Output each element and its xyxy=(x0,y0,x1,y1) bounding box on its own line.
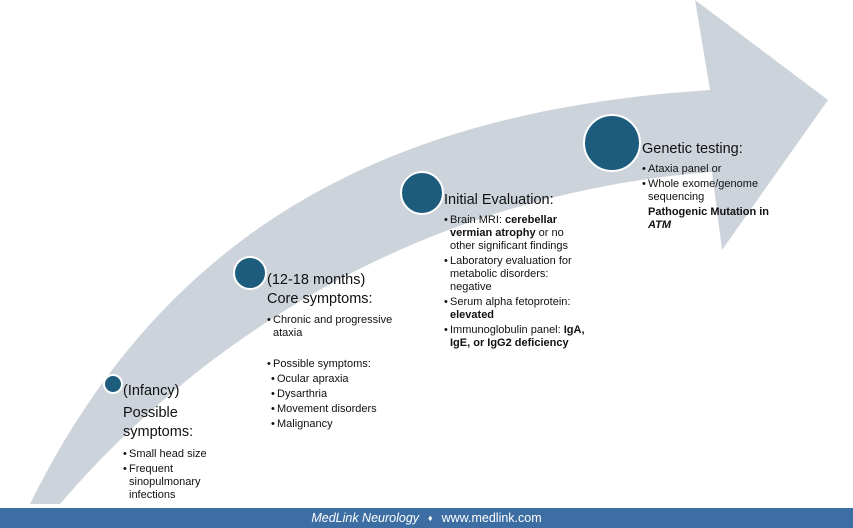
result-gene: ATM xyxy=(648,219,672,231)
list-item: Brain MRI: cerebellar vermian atrophy or… xyxy=(444,214,586,253)
stage-infancy-title: Possible symptoms: xyxy=(123,405,194,440)
afp-label: Serum alpha fetoprotein: xyxy=(450,296,571,308)
stage-toddler-possible-label: Possible symptoms: xyxy=(267,358,417,371)
list-item: Serum alpha fetoprotein: elevated xyxy=(444,296,586,322)
stage-evaluation-title: Initial Evaluation: xyxy=(444,192,554,208)
footer-url[interactable]: www.medlink.com xyxy=(441,511,542,525)
footer-bar: MedLink Neurology ♦ www.medlink.com xyxy=(0,508,853,528)
mri-finding: cerebellar vermian atrophy xyxy=(450,214,557,239)
ig-result: IgA, IgE, or IgG2 deficiency xyxy=(450,324,585,349)
list-item: Ocular apraxia xyxy=(267,373,417,386)
genetic-result: Pathogenic Mutation in ATM xyxy=(642,206,784,232)
list-item: Immunoglobulin panel: IgA, IgE, or IgG2 … xyxy=(444,324,586,350)
list-item: Laboratory evaluation for metabolic diso… xyxy=(444,255,586,294)
stage-toddler-possible-list: Ocular apraxia Dysarthria Movement disor… xyxy=(267,373,417,431)
afp-result: elevated xyxy=(450,309,495,321)
stage-infancy: (Infancy) Possible symptoms: Small head … xyxy=(123,382,233,504)
footer-brand: MedLink Neurology xyxy=(311,511,420,525)
stage-evaluation-list: Brain MRI: cerebellar vermian atrophy or… xyxy=(444,214,586,350)
list-item: Movement disorders xyxy=(267,403,417,416)
stage-marker-genetic xyxy=(583,114,641,172)
list-item: Dysarthria xyxy=(267,388,417,401)
list-item: Small head size xyxy=(123,448,233,461)
stage-marker-toddler xyxy=(233,256,267,290)
possible-symptoms-label: Possible symptoms: xyxy=(267,358,417,371)
list-item: Malignancy xyxy=(267,418,417,431)
list-item: Whole exome/genome sequencing xyxy=(642,178,778,204)
stage-evaluation: Initial Evaluation: Brain MRI: cerebella… xyxy=(444,191,592,352)
stage-toddler-age: (12-18 months) xyxy=(267,272,366,288)
diamond-separator-icon: ♦ xyxy=(428,513,433,523)
list-item: Chronic and progressive ataxia xyxy=(267,314,407,340)
list-item: Frequent sinopulmonary infections xyxy=(123,463,233,502)
list-item: Ataxia panel or xyxy=(642,163,778,176)
result-prefix: Pathogenic Mutation in xyxy=(648,206,769,218)
stage-marker-infancy xyxy=(103,374,123,394)
stage-genetic-title: Genetic testing: xyxy=(642,141,743,157)
ig-label: Immunoglobulin panel: xyxy=(450,324,564,336)
stage-marker-evaluation xyxy=(400,171,444,215)
stage-toddler-title: Core symptoms: xyxy=(267,291,373,307)
stage-toddler: (12-18 months) Core symptoms: Chronic an… xyxy=(267,271,417,433)
mri-rest: or no other significant findings xyxy=(450,227,569,252)
stage-infancy-age: (Infancy) xyxy=(123,383,180,399)
stage-toddler-core-list: Chronic and progressive ataxia xyxy=(267,314,407,340)
mri-label: Brain MRI: xyxy=(450,214,506,226)
stage-genetic-list: Ataxia panel or Whole exome/genome seque… xyxy=(642,163,778,204)
stage-genetic: Genetic testing: Ataxia panel or Whole e… xyxy=(642,140,782,232)
stage-infancy-list: Small head size Frequent sinopulmonary i… xyxy=(123,448,233,502)
